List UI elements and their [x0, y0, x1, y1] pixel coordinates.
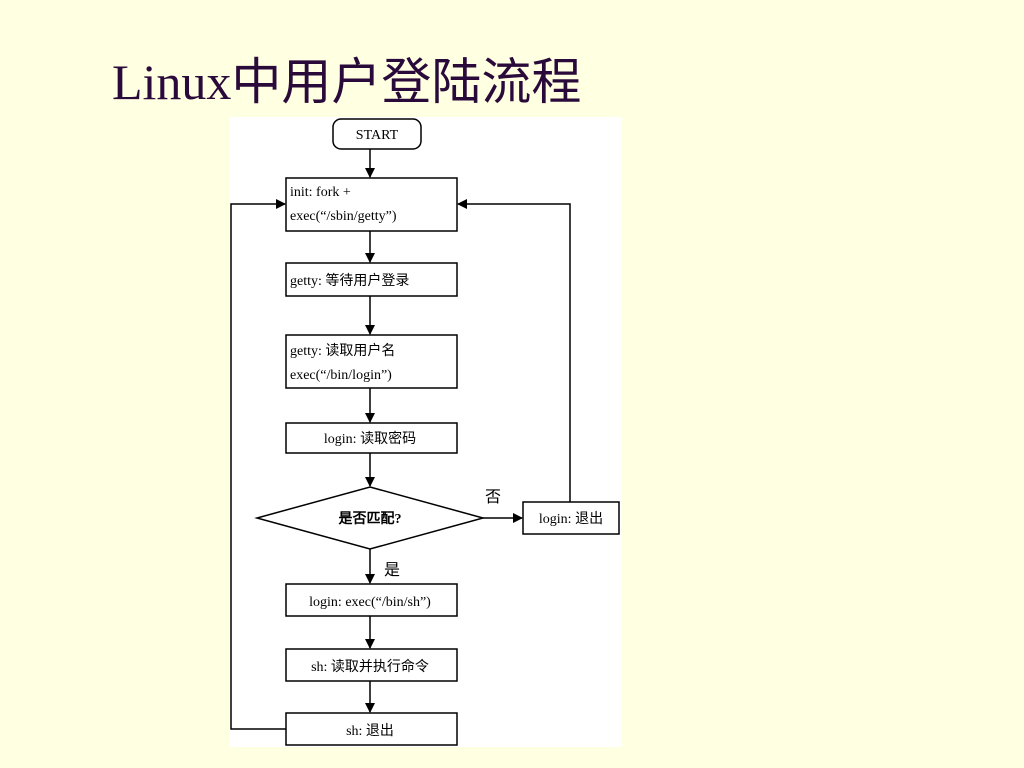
sh-exec-box: [285, 648, 458, 682]
start-label: START: [356, 128, 399, 143]
login-exit-label: login: 退出: [539, 511, 603, 527]
init-label-line1: init: fork +: [290, 185, 351, 200]
getty-read-box: [285, 334, 458, 389]
no-label: 否: [485, 489, 501, 506]
yes-label: 是: [384, 562, 400, 579]
getty-read-label-line1: getty: 读取用户名: [290, 342, 395, 359]
loop-login-exit-to-init: [457, 199, 571, 502]
getty-read-label-line2: exec(“/bin/login”): [290, 368, 392, 383]
login-exec-box: [285, 583, 458, 617]
decision-label: 是否匹配?: [339, 511, 402, 527]
sh-exit-label: sh: 退出: [346, 723, 394, 739]
sh-exit-box: [285, 712, 458, 746]
getty-wait-box: [285, 262, 458, 297]
login-read-password-box: [285, 422, 458, 454]
start-terminal: [332, 118, 422, 150]
init-box: [285, 177, 458, 232]
login-exit-box: [522, 501, 620, 535]
getty-wait-label: getty: 等待用户登录: [290, 272, 409, 289]
flowchart: START init: fork + exec(“/sbin/getty”) g…: [229, 117, 621, 747]
slide-title: Linux中用户登陆流程: [112, 54, 582, 110]
flowchart-canvas: START init: fork + exec(“/sbin/getty”) g…: [230, 118, 620, 746]
loop-sh-exit-to-init: [230, 199, 286, 730]
init-label-line2: exec(“/sbin/getty”): [290, 209, 397, 224]
sh-exec-label: sh: 读取并执行命令: [311, 658, 429, 675]
login-exec-label: login: exec(“/bin/sh”): [309, 595, 431, 610]
login-read-password-label: login: 读取密码: [324, 430, 416, 447]
